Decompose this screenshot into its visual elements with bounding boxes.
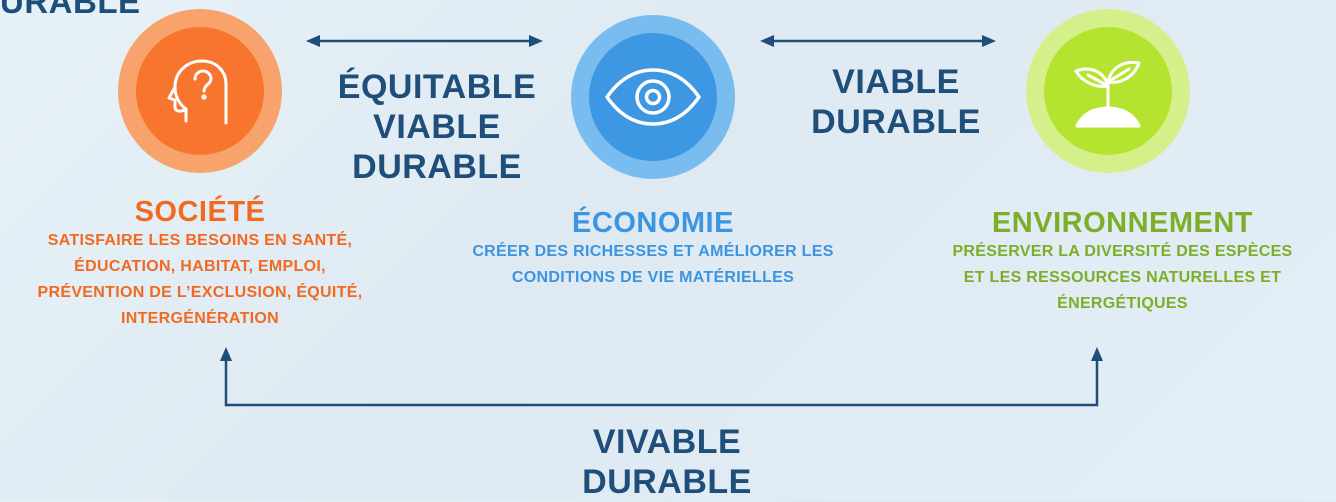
societe-circle [118,9,282,173]
head-question-icon [167,59,228,125]
economie-description: CRÉER DES RICHESSES ET AMÉLIORER LES CON… [472,243,834,286]
label-societe-environnement: VIVABLE DURABLE [582,423,752,501]
label-economie-environnement: VIABLE DURABLE [811,63,981,141]
top-cut-label: URABLE [0,0,141,20]
environnement-block: ENVIRONNEMENT PRÉSERVER LA DIVERSITÉ DES… [925,207,1320,317]
environnement-title: ENVIRONNEMENT [991,207,1254,239]
arrow-societe-environnement [224,359,1099,407]
label-societe-economie: ÉQUITABLE VIABLE DURABLE [337,68,537,186]
sprout-icon [1074,60,1141,128]
environnement-circle [1026,9,1190,173]
economie-block: ÉCONOMIE CRÉER DES RICHESSES ET AMÉLIORE… [453,207,853,291]
societe-block: SOCIÉTÉ SATISFAIRE LES BESOINS EN SANTÉ,… [20,196,380,332]
societe-description: SATISFAIRE LES BESOINS EN SANTÉ, ÉDUCATI… [37,232,363,327]
environnement-description: PRÉSERVER LA DIVERSITÉ DES ESPÈCES ET LE… [952,243,1293,312]
economie-title: ÉCONOMIE [572,207,734,239]
economie-circle [571,15,735,179]
societe-title: SOCIÉTÉ [134,196,266,228]
eye-icon [605,68,701,126]
